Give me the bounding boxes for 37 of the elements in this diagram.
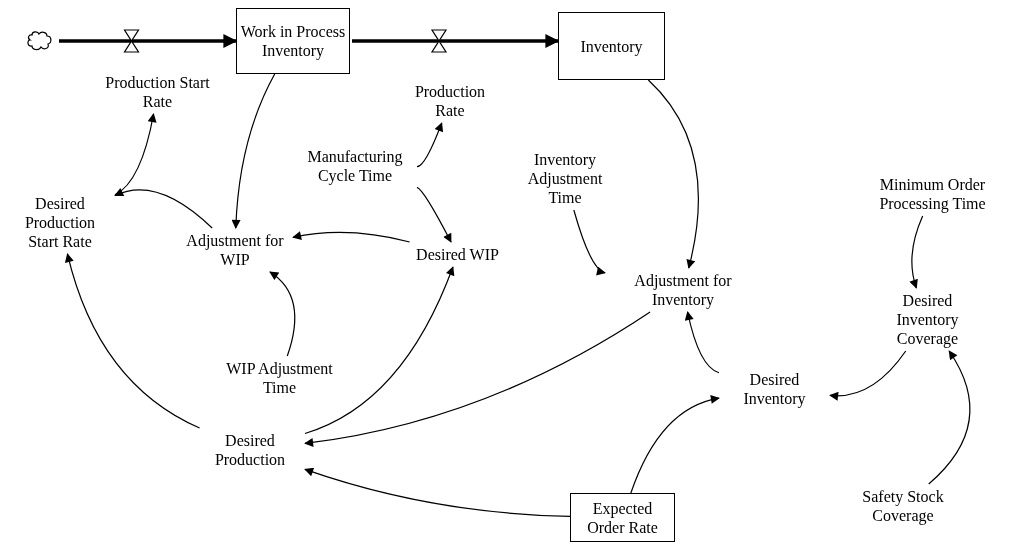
causal-arrow <box>573 209 606 275</box>
stock-box: Work in Process Inventory <box>236 8 350 74</box>
causal-arrow <box>416 122 443 168</box>
variable-label: Adjustment for Inventory <box>608 271 758 309</box>
causal-arrow <box>304 266 455 435</box>
causal-arrow <box>292 231 411 243</box>
variable-label: Safety Stock Coverage <box>848 487 958 525</box>
variable-label: Production Rate <box>405 82 495 120</box>
variable-label: WIP Adjustment Time <box>222 359 337 397</box>
causal-arrow <box>647 79 699 269</box>
stock-box: Expected Order Rate <box>570 493 675 542</box>
variable-label: Desired Production <box>198 431 302 469</box>
causal-arrow <box>304 467 571 517</box>
variable-label: Desired Production Start Rate <box>8 194 112 251</box>
causal-arrow <box>684 311 720 374</box>
causal-arrow <box>928 350 971 485</box>
causal-arrow <box>65 253 201 429</box>
variable-label: Desired Inventory Coverage <box>880 291 975 348</box>
flow-pipe <box>59 34 238 48</box>
causal-arrow <box>114 188 213 229</box>
variable-label: Minimum Order Processing Time <box>865 175 1000 213</box>
causal-arrow <box>231 73 276 229</box>
causal-arrow <box>829 350 907 401</box>
causal-arrow <box>416 186 452 243</box>
causal-arrow <box>304 311 651 447</box>
variable-label: Production Start Rate <box>100 73 215 111</box>
causal-arrow <box>630 395 720 494</box>
stock-box: Inventory <box>558 12 665 80</box>
cloud-source-icon <box>26 31 54 51</box>
variable-label: Desired WIP <box>410 245 505 264</box>
variable-label: Manufacturing Cycle Time <box>296 147 414 185</box>
variable-label: Inventory Adjustment Time <box>510 150 620 207</box>
variable-label: Desired Inventory <box>722 370 827 408</box>
causal-arrow <box>269 271 296 357</box>
variable-label: Adjustment for WIP <box>180 231 290 269</box>
flow-pipe <box>352 34 560 48</box>
causal-arrow <box>909 215 924 289</box>
